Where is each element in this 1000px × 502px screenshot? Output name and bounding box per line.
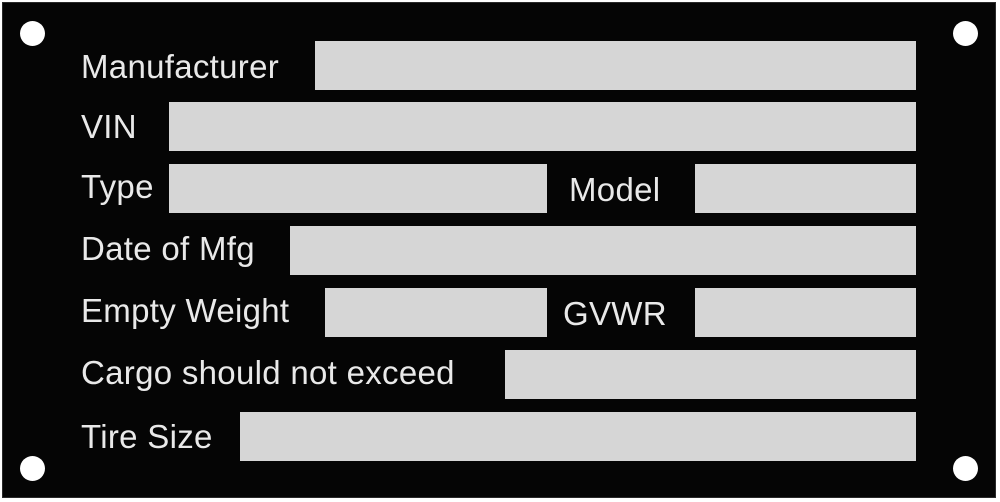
model-field: [695, 164, 916, 213]
model-label: Model: [569, 171, 661, 208]
cargo-field: [505, 350, 916, 399]
manufacturer-label: Manufacturer: [81, 48, 280, 85]
manufacturer-field: [315, 41, 916, 90]
mounting-hole-bottom-left: [20, 456, 45, 481]
type-label: Type: [81, 168, 154, 205]
gvwr-field: [695, 288, 916, 337]
mounting-hole-top-right: [953, 21, 978, 46]
mounting-hole-bottom-right: [953, 456, 978, 481]
date-of-mfg-label: Date of Mfg: [81, 230, 255, 267]
cargo-label: Cargo should not exceed: [81, 354, 455, 391]
mounting-hole-top-left: [20, 21, 45, 46]
type-field: [169, 164, 547, 213]
empty-weight-label: Empty Weight: [81, 292, 290, 329]
vin-field: [169, 102, 916, 151]
gvwr-label: GVWR: [563, 295, 667, 332]
date-of-mfg-field: [290, 226, 916, 275]
tire-size-field: [240, 412, 916, 461]
tire-size-label: Tire Size: [81, 418, 213, 455]
empty-weight-field: [325, 288, 547, 337]
vin-label: VIN: [81, 108, 137, 145]
